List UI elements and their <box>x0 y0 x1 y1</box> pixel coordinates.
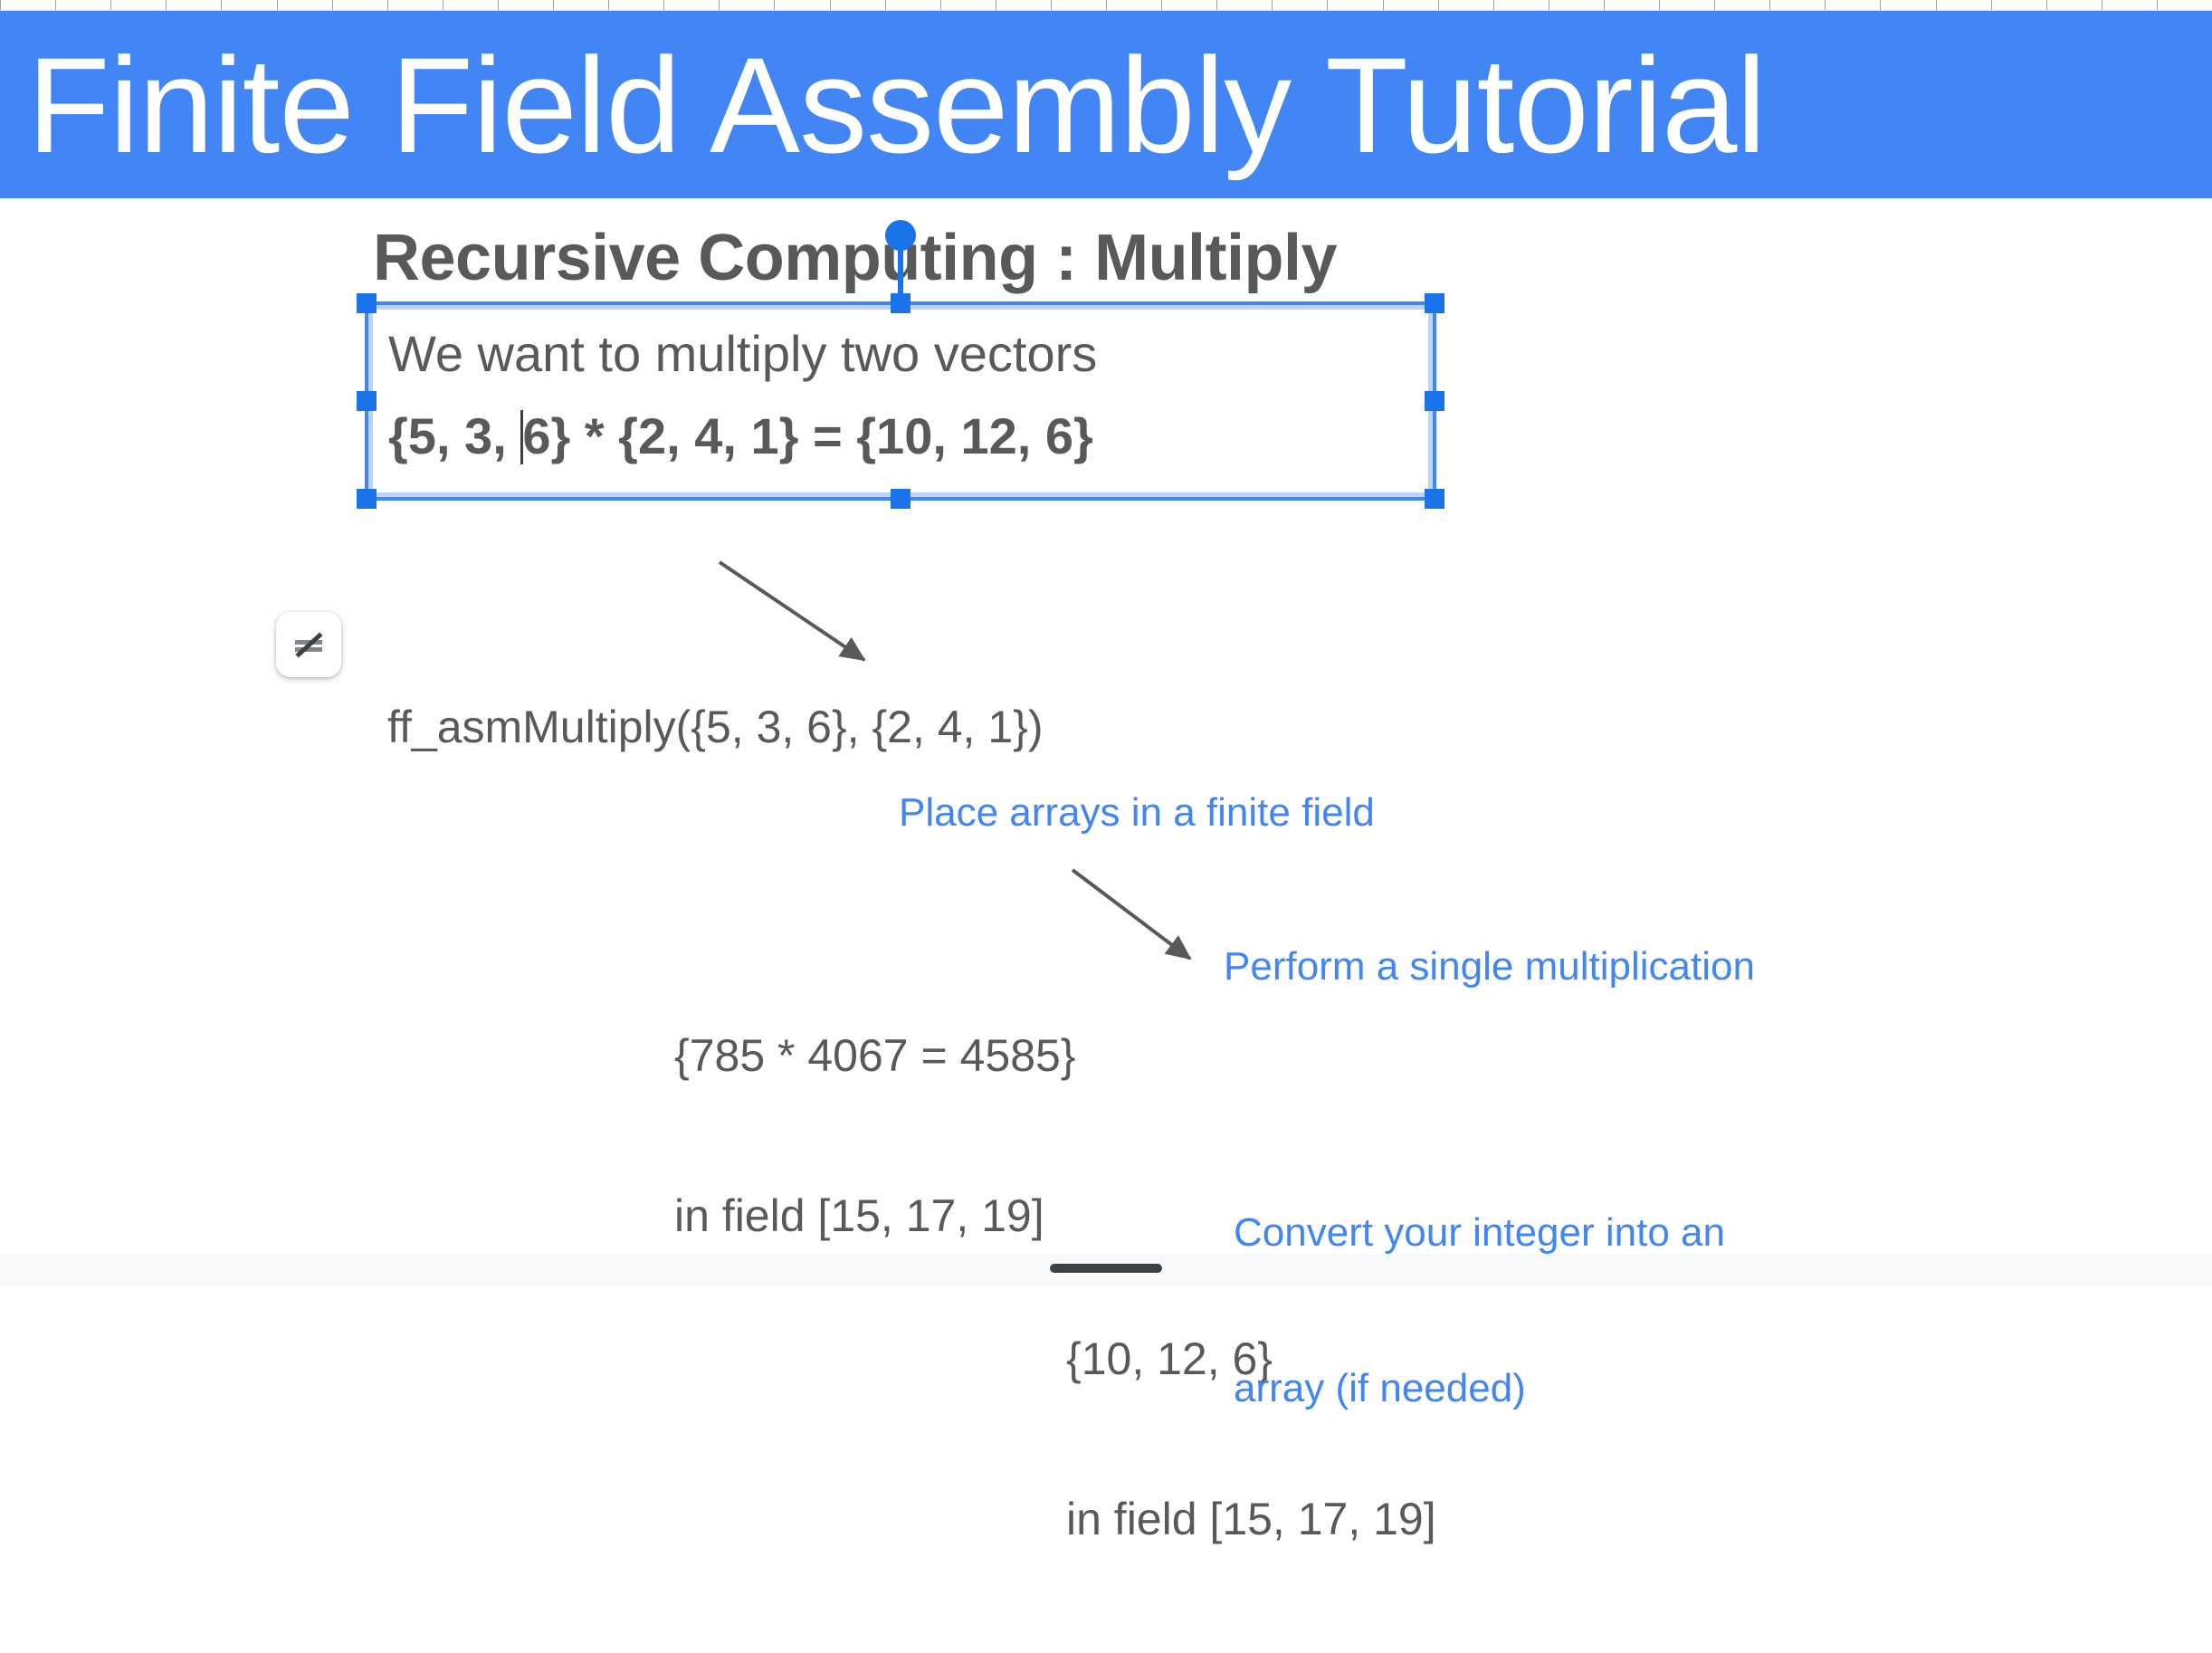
function-call-text[interactable]: ff_asmMultiply({5, 3, 6}, {2, 4, 1}) <box>387 702 1044 752</box>
step2-line-2: in field [15, 17, 19] <box>674 1190 1044 1241</box>
arrow-call-to-step2 <box>718 560 866 662</box>
textbox-content[interactable]: We want to multiply two vectors {5, 3, 6… <box>388 309 1431 499</box>
resize-handle-middle-left[interactable] <box>357 391 377 411</box>
ruler-tick <box>1493 0 1494 10</box>
rotate-handle-knob[interactable] <box>885 220 916 251</box>
arrow-step2-to-step3 <box>1071 868 1192 960</box>
ruler-tick <box>1272 0 1273 10</box>
resize-handle-top-center[interactable] <box>891 293 911 313</box>
step2-line-1: {785 * 4067 = 4585} <box>674 1030 1076 1081</box>
presentation-title-banner: Finite Field Assembly Tutorial <box>0 11 2212 198</box>
rotate-handle[interactable] <box>885 220 916 303</box>
ruler-tick <box>940 0 941 10</box>
textbox-line-2: {5, 3, 6} * {2, 4, 1} = {10, 12, 6} <box>388 410 1431 464</box>
resize-handle-bottom-left[interactable] <box>357 489 377 509</box>
ruler-tick <box>332 0 333 10</box>
slide-canvas[interactable]: Recursive Computing : Multiply We want t… <box>0 198 2212 1544</box>
ruler-tick <box>719 0 720 10</box>
resize-handle-top-right[interactable] <box>1425 293 1444 313</box>
annotation-convert-integer-line-1: Convert your integer into an <box>1234 1210 1725 1256</box>
ruler-tick <box>1659 0 1660 10</box>
annotation-single-multiplication[interactable]: Perform a single multiplication <box>1224 944 1755 989</box>
annotation-place-arrays[interactable]: Place arrays in a finite field <box>899 790 1375 835</box>
text-cursor-caret <box>520 410 524 464</box>
ruler-tick <box>1383 0 1384 10</box>
ruler-tick <box>1991 0 1992 10</box>
ruler-tick <box>1051 0 1052 10</box>
ruler-tick <box>387 0 388 10</box>
ruler-tick <box>498 0 499 10</box>
textbox-line-2-after-caret: 6} * {2, 4, 1} = {10, 12, 6} <box>522 407 1093 464</box>
slide-heading[interactable]: Recursive Computing : Multiply <box>373 222 1338 294</box>
ruler-tick <box>55 0 56 10</box>
ruler-tick <box>1438 0 1439 10</box>
resize-handle-bottom-center[interactable] <box>891 489 911 509</box>
ruler-tick <box>1327 0 1328 10</box>
resize-handle-bottom-right[interactable] <box>1425 489 1444 509</box>
selected-textbox[interactable]: We want to multiply two vectors {5, 3, 6… <box>357 220 1444 509</box>
ruler-tick <box>1604 0 1605 10</box>
ruler-tick <box>1714 0 1715 10</box>
ruler-tick <box>221 0 222 10</box>
ruler-tick <box>166 0 167 10</box>
page-title: Finite Field Assembly Tutorial <box>27 28 1767 181</box>
ruler-tick <box>1161 0 1162 10</box>
ruler-tick <box>1106 0 1107 10</box>
horizontal-ruler[interactable] <box>0 0 2212 11</box>
ruler-tick <box>1936 0 1937 10</box>
ruler-tick <box>830 0 831 10</box>
ruler-tick <box>2046 0 2047 10</box>
ruler-tick <box>1880 0 1881 10</box>
strikethrough-lines-button[interactable] <box>276 612 341 677</box>
annotation-convert-integer[interactable]: Convert your integer into an array (if n… <box>1234 1104 1725 1518</box>
ruler-tick <box>663 0 664 10</box>
ruler-tick <box>1216 0 1217 10</box>
ruler-tick <box>774 0 775 10</box>
strikethrough-lines-icon <box>295 632 323 658</box>
textbox-line-1: We want to multiply two vectors <box>388 325 1098 382</box>
annotation-convert-integer-line-2: array (if needed) <box>1234 1365 1526 1410</box>
textbox-line-2-before-caret: {5, 3, <box>388 407 521 464</box>
ruler-tick <box>608 0 609 10</box>
ruler-tick <box>277 0 278 10</box>
resize-handle-middle-right[interactable] <box>1425 391 1444 411</box>
ruler-tick <box>553 0 554 10</box>
step2-text[interactable]: {785 * 4067 = 4585} in field [15, 17, 19… <box>674 922 1076 1350</box>
ruler-tick <box>1825 0 1826 10</box>
home-indicator[interactable] <box>1050 1264 1162 1273</box>
bottom-system-bar <box>0 1254 2212 1285</box>
ruler-tick <box>110 0 111 10</box>
ruler-tick <box>885 0 886 10</box>
resize-handle-top-left[interactable] <box>357 293 377 313</box>
ruler-tick <box>0 0 1 10</box>
ruler-tick <box>1769 0 1770 10</box>
ruler-tick <box>2157 0 2158 10</box>
